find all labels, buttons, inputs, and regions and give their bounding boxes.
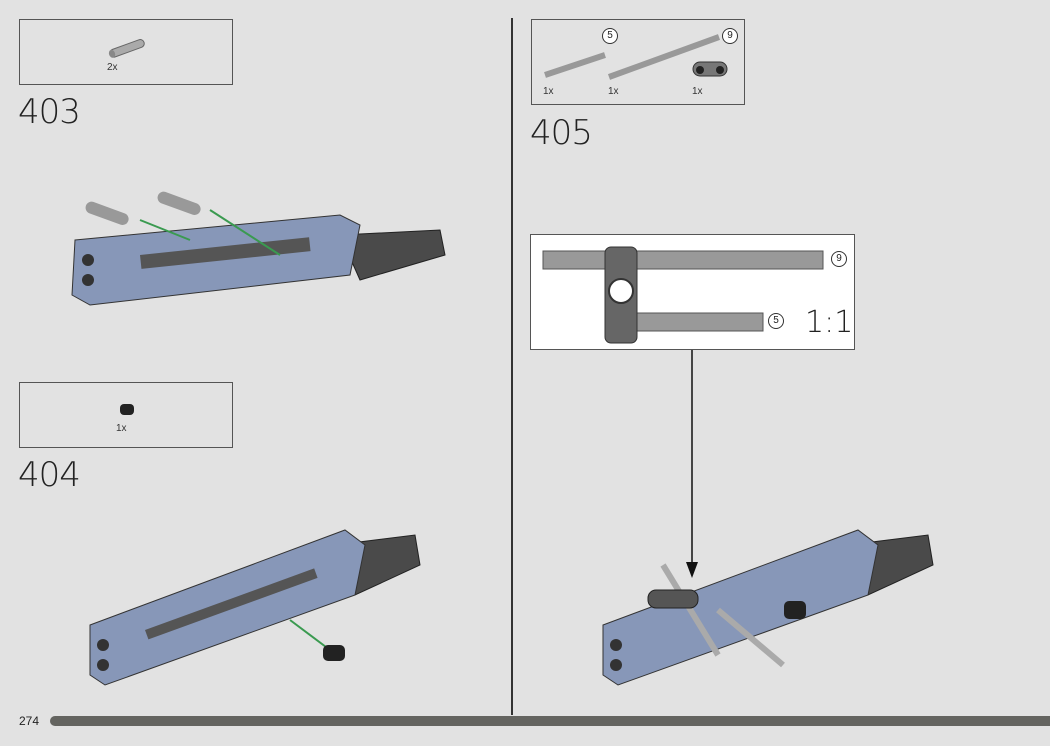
parts-box-404: 1x	[19, 382, 233, 448]
pin-icon	[108, 39, 145, 58]
bush-icon	[120, 404, 134, 415]
step-number-405: 405	[530, 113, 593, 153]
length-badge-5: 5	[768, 313, 784, 329]
part-qty: 1x	[608, 86, 619, 97]
scale-label: 1:1	[805, 305, 854, 340]
step-405-model	[602, 529, 934, 686]
step-number-404: 404	[18, 455, 81, 495]
column-divider	[511, 18, 513, 715]
step-404-model	[89, 529, 421, 686]
callout-arrow	[686, 350, 698, 578]
axle-5-icon	[544, 52, 606, 78]
callout-assembly	[542, 246, 824, 344]
part-qty: 1x	[116, 423, 127, 434]
progress-bar	[50, 716, 1050, 726]
parts-box-405: 5 9 1x 1x 1x	[531, 19, 745, 105]
length-badge: 9	[722, 28, 738, 44]
part-qty: 2x	[107, 62, 118, 73]
progress-fill	[50, 716, 1050, 726]
axle-9-icon	[607, 34, 721, 80]
part-qty: 1x	[692, 86, 703, 97]
callout-box: 9 5	[530, 234, 855, 350]
length-badge-9: 9	[831, 251, 847, 267]
step-number-403: 403	[18, 92, 81, 132]
connector-icon	[692, 61, 728, 77]
parts-box-403: 2x	[19, 19, 233, 85]
step-403-model	[71, 191, 446, 306]
page-number: 274	[19, 714, 40, 728]
length-badge: 5	[602, 28, 618, 44]
part-qty: 1x	[543, 86, 554, 97]
